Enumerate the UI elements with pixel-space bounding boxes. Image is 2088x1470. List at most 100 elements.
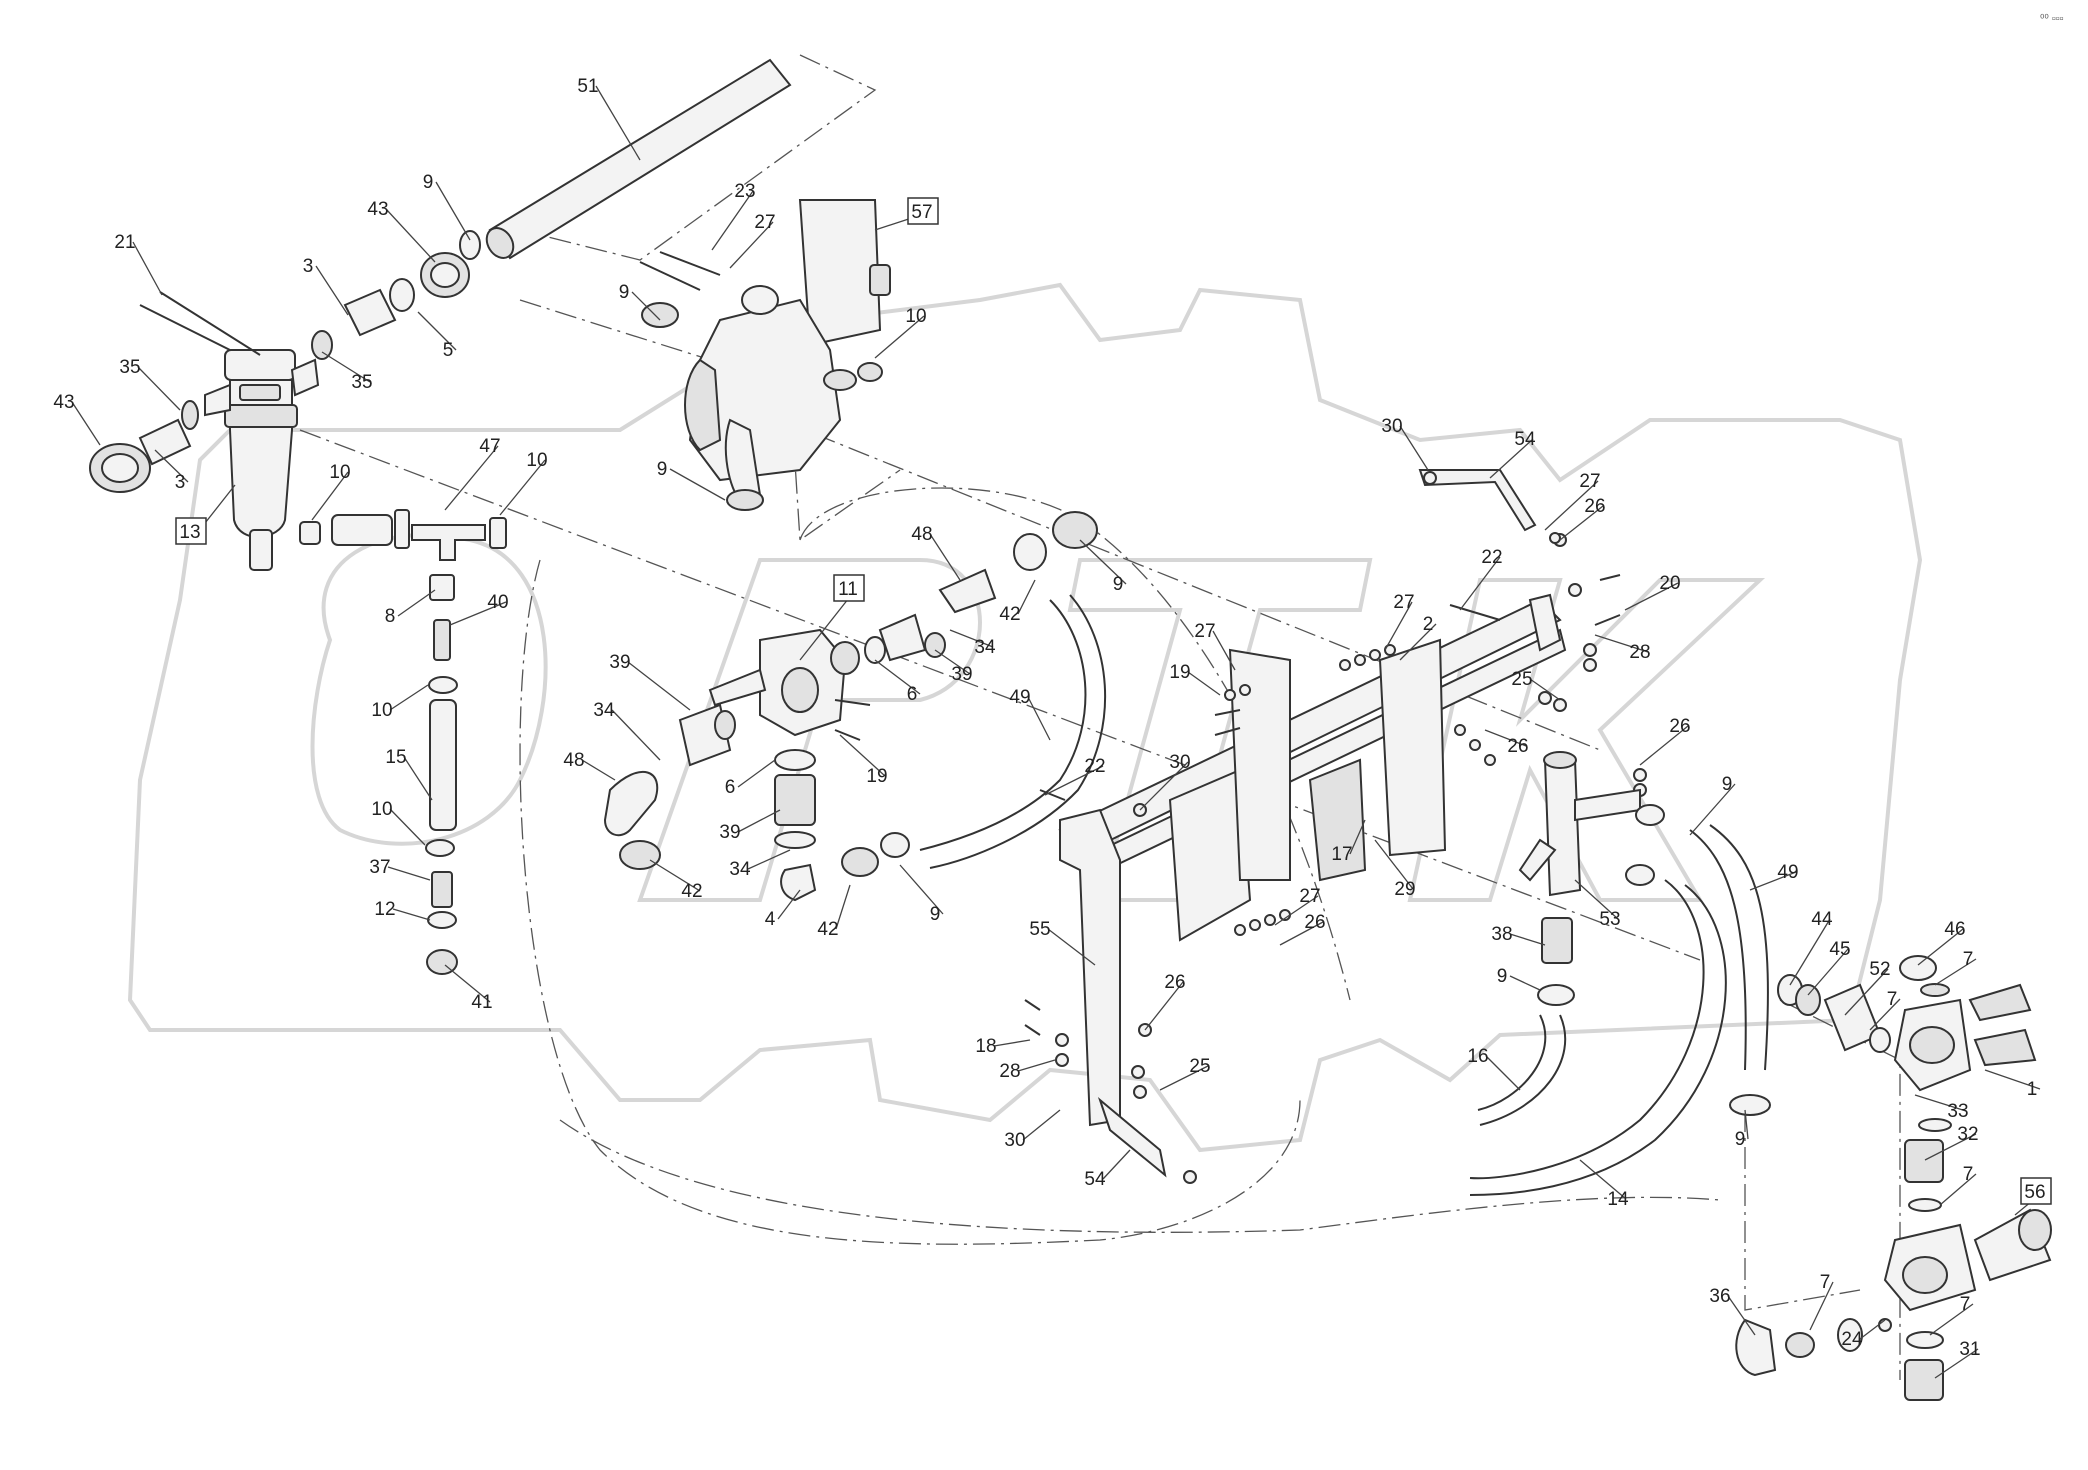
leader-l3a	[315, 265, 349, 316]
leader-l55	[1047, 928, 1096, 966]
hose-51	[485, 58, 792, 260]
leader-l34c	[747, 849, 791, 870]
leader-l20	[1624, 582, 1679, 611]
leader-l6a	[874, 659, 921, 695]
part-label-l9a: 9	[423, 172, 434, 193]
leader-l39c	[737, 809, 781, 833]
leader-l17	[1349, 819, 1366, 855]
part-label-l30b: 30	[1169, 752, 1190, 773]
part-label-l19b: 19	[866, 766, 887, 787]
leader-l9b	[631, 291, 661, 321]
leader-l27d	[1212, 630, 1236, 671]
leader-l30b	[1139, 761, 1189, 811]
part-label-l10d: 10	[371, 700, 392, 721]
leader-l27a	[729, 221, 774, 269]
part-label-l47: 47	[479, 436, 500, 457]
leader-l7d	[1809, 1281, 1834, 1331]
leader-l47	[444, 445, 499, 511]
vertical-line-8-41	[425, 574, 458, 975]
leader-l44	[1789, 918, 1831, 986]
part-label-l26a: 26	[1584, 496, 1605, 517]
leader-l52	[1844, 968, 1889, 1016]
part-label-l7d: 7	[1820, 1272, 1831, 1293]
part-label-l22a: 22	[1481, 547, 1502, 568]
part-label-l10a: 10	[905, 306, 926, 327]
assembly-chain-lines	[299, 54, 1901, 1380]
filter-assembly-13	[89, 349, 320, 571]
part-label-l12: 12	[374, 899, 395, 920]
part-label-l25a: 25	[1511, 669, 1532, 690]
part-label-l46: 46	[1944, 919, 1965, 940]
pipe-53-assembly	[1469, 751, 1727, 1196]
part-label-l7b: 7	[1887, 989, 1898, 1010]
part-label-l26e: 26	[1164, 972, 1185, 993]
label-box-l13	[175, 517, 207, 545]
part-label-l30a: 30	[1381, 416, 1402, 437]
leader-l51	[595, 85, 641, 161]
leader-l10d	[389, 684, 429, 711]
label-box-l11	[833, 574, 865, 602]
leader-l7b	[1869, 998, 1901, 1031]
control-valve-57	[639, 199, 891, 511]
part-label-l21: 21	[114, 232, 135, 253]
part-label-l49b: 49	[1777, 862, 1798, 883]
part-label-l31: 31	[1959, 1339, 1980, 1360]
part-label-l14: 14	[1607, 1189, 1629, 1210]
leader-l19a	[1187, 671, 1221, 696]
leader-l34b	[611, 709, 661, 761]
leader-l28a	[1594, 634, 1649, 653]
leader-l28b	[1017, 1059, 1056, 1072]
part-label-l39a: 39	[609, 652, 630, 673]
watermark-gear-outline	[127, 282, 1923, 1153]
part-label-l26c: 26	[1507, 736, 1528, 757]
leader-l43a	[385, 208, 436, 263]
part-label-l57: 57	[911, 202, 932, 223]
part-label-l27b: 27	[1579, 471, 1600, 492]
part-label-l45: 45	[1829, 939, 1850, 960]
leader-l10c	[499, 459, 546, 516]
leader-l25b	[1159, 1065, 1209, 1091]
leader-l39b	[934, 649, 971, 675]
leader-l9e	[1689, 783, 1736, 836]
leader-l37	[387, 866, 431, 881]
watermark-letter-k	[1407, 578, 1766, 902]
part-label-l48b: 48	[563, 750, 584, 771]
leader-lines	[71, 85, 2044, 1379]
leader-l30a	[1399, 425, 1429, 471]
leader-l25a	[1529, 678, 1561, 701]
part-label-l34a: 34	[974, 637, 996, 658]
part-label-l53: 53	[1599, 909, 1620, 930]
valve-stack-right	[1735, 955, 2052, 1401]
leader-l14	[1579, 1159, 1627, 1200]
leader-l35b	[137, 366, 181, 411]
leader-l53	[1574, 879, 1619, 920]
chain-lower-loop	[559, 1119, 1721, 1233]
part-label-l36: 36	[1709, 1286, 1730, 1307]
part-label-l44: 44	[1811, 909, 1833, 930]
leader-l29	[1374, 839, 1414, 890]
leader-l9f	[899, 864, 944, 915]
leader-l49b	[1749, 871, 1797, 891]
leader-l54b	[1102, 1149, 1131, 1180]
part-label-l40: 40	[487, 592, 508, 613]
leader-l49a	[1027, 696, 1051, 741]
leader-l30c	[1022, 1109, 1061, 1141]
leader-l31	[1934, 1348, 1979, 1379]
part-label-l54b: 54	[1084, 1169, 1106, 1190]
hardware-cluster	[1024, 471, 1647, 1184]
leader-l3b	[154, 449, 189, 483]
leader-l10b	[311, 471, 349, 521]
chain-upper-loop	[799, 487, 1351, 1001]
part-label-l23: 23	[734, 181, 755, 202]
leader-l34a	[949, 629, 994, 648]
leader-l18	[993, 1039, 1031, 1047]
coupling-upper	[311, 230, 481, 360]
leader-l21	[132, 241, 163, 296]
leader-l8	[397, 589, 436, 617]
part-label-l9f: 9	[930, 904, 941, 925]
leader-l24	[1859, 1319, 1886, 1340]
leader-l26c	[1484, 729, 1527, 747]
part-label-l10e: 10	[371, 799, 392, 820]
central-valve-11	[603, 511, 1098, 902]
part-label-l28a: 28	[1629, 642, 1650, 663]
